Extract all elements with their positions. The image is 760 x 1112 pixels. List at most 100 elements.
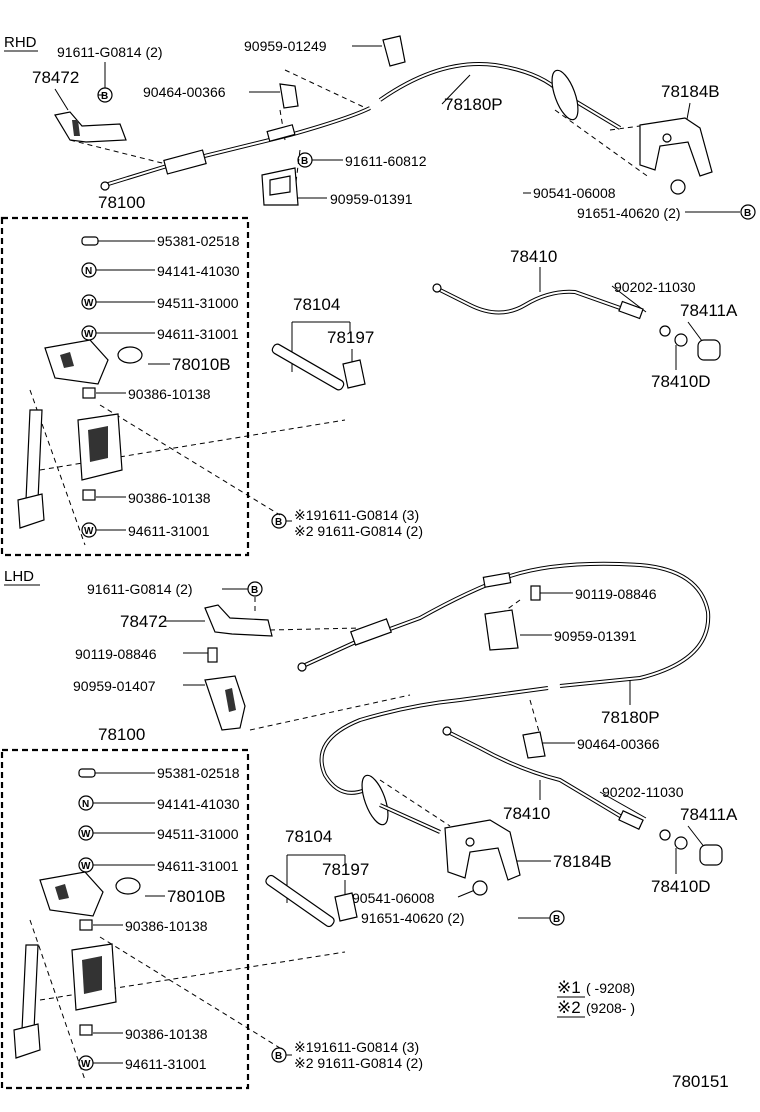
rhd-label: RHD [4,34,37,51]
rhd-78100-box [0,216,250,557]
svg-text:N: N [82,799,89,810]
rhd-90464-clip [279,83,299,109]
legend: ※1 ( -9208) ※2 (9208- ) [557,978,635,1018]
rhd-part-94611-31001: 94611-31001 [157,326,239,342]
lhd-part-78180P: 78180P [601,708,660,727]
rhd-b-marker-91651: B [740,204,756,220]
rhd-part-94611-31001-b: 94611-31001 [128,523,210,539]
rhd-90959-01391-clip [261,167,299,206]
lhd-part-90541-06008: 90541-06008 [352,890,435,906]
rhd-78100-parts [17,236,366,529]
svg-text:W: W [81,1059,91,1070]
lhd-78100-box [0,748,250,1090]
lhd-part-90119-08846-b: 90119-08846 [75,646,157,662]
svg-text:W: W [81,861,91,872]
legend-mark-1: ※1 [557,978,581,997]
svg-text:N: N [85,266,92,277]
rhd-part-91611-G0814-2: 91611-G0814 (2) [57,44,163,60]
rhd-78472-bracket [54,111,127,143]
rhd-part-90541-06008: 90541-06008 [533,185,616,201]
rhd-78184B-bracket [639,117,713,195]
lhd-78410-cable [442,726,723,866]
figure-number: 780151 [672,1072,729,1091]
svg-text:B: B [744,208,751,219]
legend-range-1: ( -9208) [586,980,635,996]
rhd-note-2: ※2 91611-G0814 (2) [294,523,423,539]
lhd-note-1: ※191611-G0814 (3) [294,1039,419,1055]
svg-text:B: B [251,585,258,596]
lhd-part-94611-31001: 94611-31001 [157,858,239,874]
rhd-part-78411A: 78411A [680,301,738,320]
rhd-w-marker-94611-b: W [81,522,97,538]
rhd-part-78410: 78410 [510,247,557,266]
svg-text:B: B [553,914,560,925]
lhd-note-2: ※2 91611-G0814 (2) [294,1055,423,1071]
rhd-part-91611-60812: 91611-60812 [345,153,427,169]
lhd-part-90959-01391: 90959-01391 [554,628,637,644]
lhd-78184B-bracket [444,819,521,896]
lhd-section: LHD 91611-G0814 (2) 78472 90119-08846 90… [0,561,738,1090]
rhd-part-90386-10138-a: 90386-10138 [128,386,211,402]
lhd-part-78472: 78472 [120,612,167,631]
lhd-78100-parts [13,768,358,1059]
rhd-90959-01249-clip [382,35,406,67]
rhd-78410-cable [432,283,721,361]
rhd-w-marker-94511: W [81,294,97,310]
lhd-part-78100: 78100 [98,725,145,744]
lhd-n-marker: N [78,795,94,811]
rhd-part-91651-40620-2: 91651-40620 (2) [577,205,681,221]
rhd-guide-lines [29,69,651,546]
svg-text:W: W [84,329,94,340]
rhd-part-78010B: 78010B [172,355,231,374]
lhd-part-94511-31000: 94511-31000 [157,826,239,842]
rhd-section: RHD 91611-G0814 (2) 78472 90959-01249 90… [0,34,756,557]
rhd-part-78472: 78472 [32,68,79,87]
svg-text:B: B [275,1051,282,1062]
rhd-part-90959-01249: 90959-01249 [244,38,327,54]
svg-text:B: B [275,517,282,528]
rhd-main-cable [100,62,622,191]
rhd-leader-lines [54,45,740,531]
lhd-90464-clip [522,731,546,759]
rhd-part-94141-41030: 94141-41030 [157,263,240,279]
lhd-part-91611-G0814-2: 91611-G0814 (2) [87,581,193,597]
rhd-part-78104: 78104 [293,295,340,314]
rhd-n-marker: N [81,262,97,278]
lhd-w-marker-94511: W [78,825,94,841]
lhd-part-94611-31001-b: 94611-31001 [125,1056,207,1072]
lhd-leader-lines [93,588,706,1064]
lhd-78472-bracket [204,604,273,637]
lhd-part-90464-00366: 90464-00366 [577,736,660,752]
lhd-w-marker-94611: W [78,857,94,873]
rhd-part-78410D: 78410D [651,372,711,391]
rhd-part-78197: 78197 [327,328,374,347]
svg-text:W: W [81,829,91,840]
lhd-part-90959-01407: 90959-01407 [73,678,156,694]
lhd-part-94141-41030: 94141-41030 [157,796,240,812]
lhd-90959-01407-bracket [204,675,246,731]
rhd-part-78100: 78100 [98,193,145,212]
lhd-90119-bolt [207,585,541,663]
rhd-part-78184B: 78184B [661,82,720,101]
rhd-part-95381-02518: 95381-02518 [157,233,240,249]
rhd-part-90959-01391: 90959-01391 [330,191,413,207]
lhd-b-marker-top: B [247,581,263,597]
lhd-part-91651-40620-2: 91651-40620 (2) [361,910,465,926]
lhd-part-78411A: 78411A [680,805,738,824]
rhd-b-marker-91611-60812: B [297,152,313,168]
legend-mark-2: ※2 [557,998,581,1017]
lhd-b-marker-91651: B [549,910,565,926]
lhd-guide-lines [29,597,541,1081]
svg-text:W: W [84,526,94,537]
lhd-part-90386-10138-a: 90386-10138 [125,918,208,934]
lhd-part-78410D: 78410D [651,877,711,896]
lhd-part-90119-08846-a: 90119-08846 [575,586,657,602]
rhd-part-90386-10138-b: 90386-10138 [128,490,211,506]
svg-text:B: B [301,156,308,167]
lhd-b-marker-note: B [271,1047,287,1063]
lhd-part-90202-11030: 90202-11030 [602,784,684,800]
lhd-90959-01391-clip [484,609,519,651]
rhd-part-94511-31000: 94511-31000 [157,295,239,311]
lhd-part-78410: 78410 [503,804,550,823]
